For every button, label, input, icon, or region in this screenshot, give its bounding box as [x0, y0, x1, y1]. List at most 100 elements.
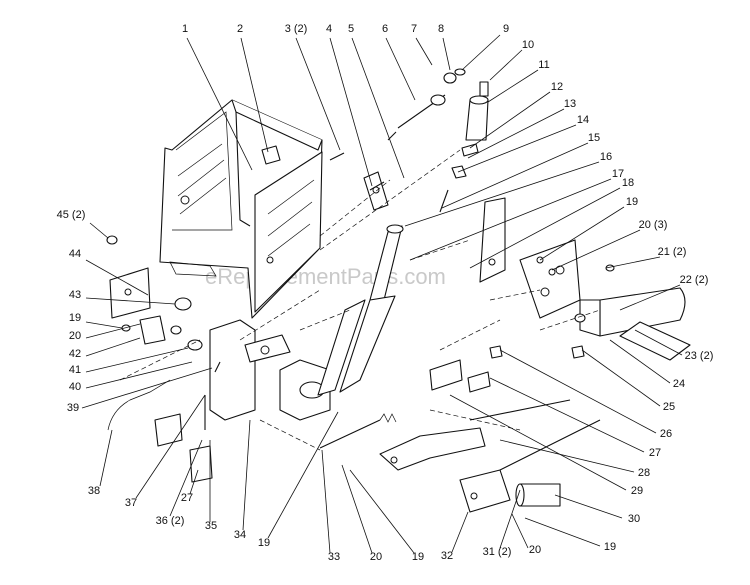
- upper-rod-assembly: [329, 68, 466, 211]
- leader-line-c37: [135, 394, 206, 499]
- leader-line-c43: [85, 297, 176, 305]
- callout-label-c21: 21 (2): [658, 246, 687, 258]
- leader-line-c42: [85, 337, 141, 357]
- callout-label-c27a: 27: [649, 447, 661, 459]
- callout-label-c25: 25: [663, 401, 675, 413]
- callout-label-c19a: 19: [626, 196, 638, 208]
- leader-line-c19d: [267, 411, 339, 539]
- leader-line-c32: [451, 511, 469, 553]
- callout-label-c8: 8: [438, 23, 444, 35]
- leader-line-c22: [619, 284, 681, 311]
- callout-label-c38: 38: [88, 485, 100, 497]
- callout-label-c39: 39: [67, 402, 79, 414]
- leader-line-c41: [85, 347, 189, 373]
- callout-label-c7: 7: [411, 23, 417, 35]
- leader-line-c23: [634, 329, 683, 356]
- callout-label-c26: 26: [660, 428, 672, 440]
- callout-label-c16: 16: [600, 151, 612, 163]
- callout-label-c20d: 20: [69, 330, 81, 342]
- leader-line-c44: [85, 259, 149, 296]
- leader-line-c30: [554, 494, 623, 519]
- leader-line-c11: [487, 69, 539, 103]
- leader-line-c38: [99, 429, 113, 487]
- callout-label-c19c: 19: [412, 551, 424, 563]
- leader-line-c14: [457, 124, 577, 173]
- leader-line-c6: [385, 37, 416, 101]
- callout-label-c24: 24: [673, 378, 685, 390]
- leader-lines: [81, 34, 683, 554]
- callout-label-c5: 5: [348, 23, 354, 35]
- leader-line-c19a: [539, 206, 625, 261]
- callout-label-c10: 10: [522, 39, 534, 51]
- callout-label-c40: 40: [69, 381, 81, 393]
- frame-tower: [159, 99, 323, 319]
- callout-label-c45: 45 (2): [57, 209, 86, 221]
- leader-line-c16: [404, 161, 600, 227]
- callout-label-c31: 31 (2): [483, 546, 512, 558]
- leader-line-c19c: [349, 469, 415, 554]
- leader-line-c21: [605, 256, 661, 269]
- handle-grip: [451, 81, 489, 179]
- leader-line-c12: [469, 91, 551, 149]
- callout-label-c9: 9: [503, 23, 509, 35]
- leader-line-c33: [321, 449, 331, 554]
- leader-line-c28: [499, 439, 635, 473]
- callout-label-c30: 30: [628, 513, 640, 525]
- leader-line-c20a: [551, 229, 641, 271]
- callout-label-c20c: 20: [370, 551, 382, 563]
- callout-label-c35: 35: [205, 520, 217, 532]
- leader-line-c24: [609, 339, 671, 384]
- leader-line-c15: [441, 142, 589, 209]
- callout-label-c15: 15: [588, 132, 600, 144]
- callout-label-c1: 1: [182, 23, 188, 35]
- callout-label-c32: 32: [441, 550, 453, 562]
- phantom-lines: [119, 149, 601, 451]
- leader-line-c34: [242, 419, 251, 531]
- callout-label-c13: 13: [564, 98, 576, 110]
- leader-line-c29: [449, 394, 627, 491]
- callout-label-c42: 42: [69, 348, 81, 360]
- lower-pedal-linkage: [319, 345, 601, 513]
- leader-line-c4: [329, 37, 373, 187]
- callout-label-c23: 23 (2): [685, 350, 714, 362]
- leader-line-c40: [85, 361, 193, 389]
- callout-label-c2: 2: [237, 23, 243, 35]
- leader-line-c17: [409, 178, 612, 261]
- leader-line-c27a: [489, 377, 645, 453]
- leader-line-c9: [461, 34, 501, 71]
- leader-line-c2: [240, 37, 269, 153]
- callout-label-c14: 14: [577, 114, 589, 126]
- leader-line-c10: [489, 49, 523, 81]
- callout-label-c11: 11: [538, 59, 549, 71]
- callout-label-c22: 22 (2): [680, 274, 709, 286]
- leader-line-c19b: [524, 517, 601, 547]
- callout-label-c6: 6: [382, 23, 388, 35]
- callout-label-c43: 43: [69, 289, 81, 301]
- callout-label-c34: 34: [234, 529, 246, 541]
- callout-label-c19e: 19: [69, 312, 81, 324]
- leader-line-c20c: [341, 464, 373, 554]
- callout-label-c27b: 27: [181, 492, 193, 504]
- callout-label-c20a: 20 (3): [639, 219, 668, 231]
- callout-label-c29: 29: [631, 485, 643, 497]
- leader-line-c27b: [189, 469, 199, 495]
- leader-line-c1: [186, 37, 253, 171]
- callout-label-c28: 28: [638, 467, 650, 479]
- leader-line-c31: [499, 489, 521, 549]
- callout-label-c4: 4: [326, 23, 332, 35]
- leader-line-c20d: [85, 323, 141, 339]
- leader-line-c13: [467, 108, 565, 159]
- leader-line-c20b: [511, 513, 529, 549]
- callout-label-c19d: 19: [258, 537, 270, 549]
- leader-line-c5: [351, 37, 405, 179]
- leader-line-c18: [469, 187, 621, 269]
- left-lever-assembly: [106, 235, 396, 483]
- leader-line-c26: [499, 349, 657, 434]
- leader-line-c19e: [85, 321, 123, 329]
- leader-line-c45: [89, 222, 109, 239]
- callout-label-c36: 36 (2): [156, 515, 185, 527]
- callout-label-c20b: 20: [529, 544, 541, 556]
- leader-line-c36: [169, 439, 203, 517]
